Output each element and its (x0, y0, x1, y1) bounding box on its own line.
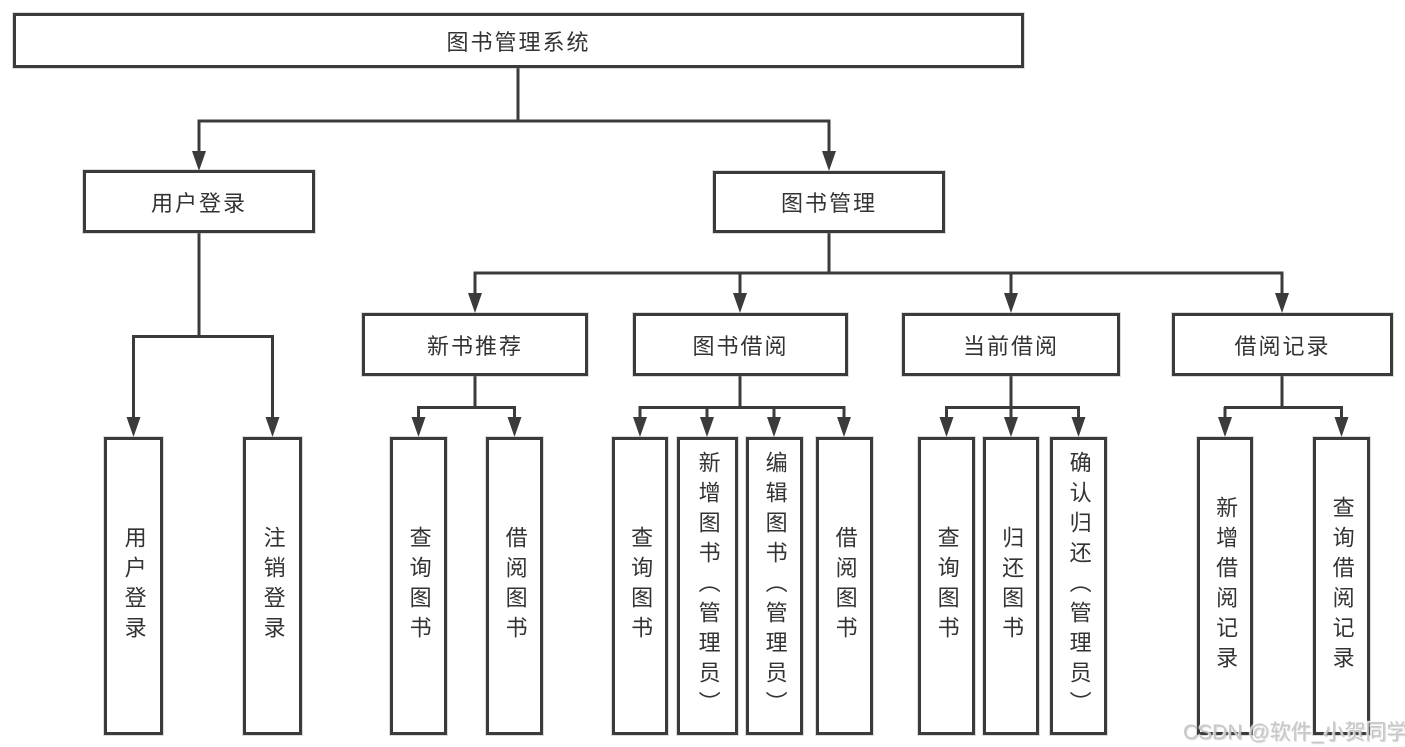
leaf-borrow-edit-books-admin: 编辑图书（管理员） (746, 437, 803, 735)
arrowhead-icon (126, 417, 141, 437)
csdn-watermark: CSDN @软件_小贺同学 (1183, 721, 1405, 744)
arrowhead-icon (192, 151, 206, 171)
leaf-label: 借阅图书 (502, 526, 528, 646)
node-borrow-records: 借阅记录 (1172, 313, 1393, 376)
leaf-label: 用户登录 (121, 526, 147, 646)
leaf-label: 归还图书 (999, 526, 1025, 646)
leaf-label: 编辑图书（管理员） (762, 451, 788, 721)
leaf-records-query-record: 查询借阅记录 (1313, 437, 1370, 735)
arrowhead-icon (1004, 417, 1018, 437)
leaf-current-return-books: 归还图书 (983, 437, 1039, 735)
leaf-records-add-record: 新增借阅记录 (1197, 437, 1253, 735)
leaf-label: 查询图书 (628, 526, 654, 646)
leaf-label: 确认归还（管理员） (1066, 451, 1092, 721)
arrowhead-icon (265, 417, 280, 437)
leaf-label: 查询借阅记录 (1329, 496, 1355, 676)
leaf-label: 查询图书 (406, 526, 432, 646)
arrowhead-icon (767, 417, 781, 437)
arrowhead-icon (822, 151, 836, 171)
leaf-label: 新增图书（管理员） (695, 451, 721, 721)
arrowhead-icon (837, 417, 851, 437)
leaf-logout: 注销登录 (243, 437, 302, 735)
leaf-recommend-borrow-books: 借阅图书 (486, 437, 543, 735)
arrowhead-icon (1275, 293, 1289, 313)
node-current-borrow: 当前借阅 (902, 313, 1120, 376)
leaf-user-login: 用户登录 (104, 437, 163, 735)
leaf-borrow-add-books-admin: 新增图书（管理员） (677, 437, 738, 735)
arrowhead-icon (1071, 417, 1086, 437)
arrowhead-icon (411, 417, 426, 437)
node-root: 图书管理系统 (13, 13, 1024, 68)
leaf-recommend-query-books: 查询图书 (390, 437, 447, 735)
leaf-borrow-query-books: 查询图书 (612, 437, 668, 735)
leaf-label: 注销登录 (260, 526, 286, 646)
leaf-label: 查询图书 (934, 526, 960, 646)
leaf-current-confirm-return-admin: 确认归还（管理员） (1050, 437, 1107, 735)
leaf-label: 借阅图书 (832, 526, 858, 646)
arrowhead-icon (468, 293, 482, 313)
arrowhead-icon (507, 417, 522, 437)
node-new-book-recommend: 新书推荐 (362, 313, 588, 376)
leaf-label: 新增借阅记录 (1213, 496, 1239, 676)
leaf-borrow-borrow-books: 借阅图书 (816, 437, 873, 735)
arrowhead-icon (1004, 293, 1018, 313)
node-book-borrow: 图书借阅 (633, 313, 848, 376)
node-book-management: 图书管理 (713, 171, 945, 233)
arrowhead-icon (700, 417, 714, 437)
node-user-login: 用户登录 (83, 170, 315, 233)
arrowhead-icon (1334, 417, 1349, 437)
arrowhead-icon (633, 417, 647, 437)
arrowhead-icon (939, 417, 954, 437)
arrowhead-icon (1218, 417, 1232, 437)
arrowhead-icon (733, 293, 747, 313)
leaf-current-query-books: 查询图书 (918, 437, 975, 735)
